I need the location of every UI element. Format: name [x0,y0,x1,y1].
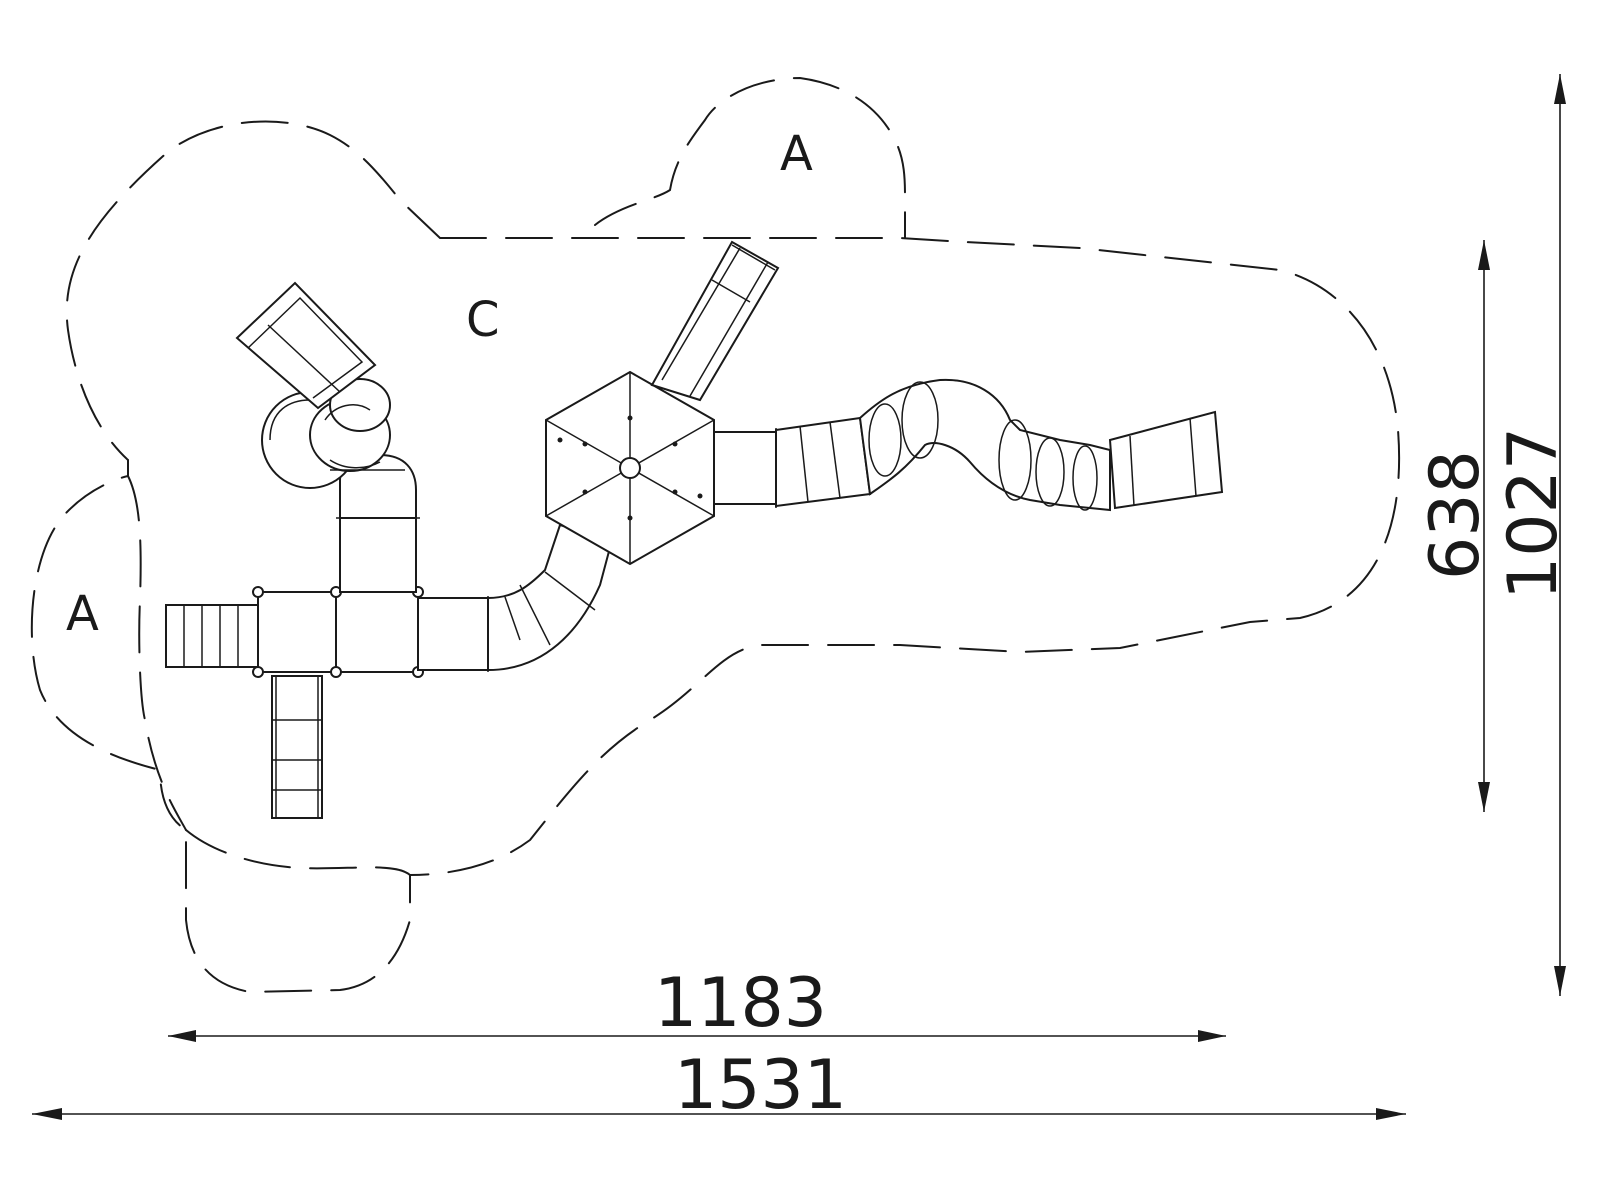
platform-modules [252,586,424,678]
climbing-stairs-left [165,604,259,668]
hexagon-tower [545,370,715,566]
safety-zone-main [30,120,1401,994]
zone-label-c: C [466,292,500,348]
dimension-outer-height: 1027 [1494,74,1573,996]
wavy-tube-slide [858,378,1111,512]
tube-right [713,416,872,508]
dimension-outer-height-label: 1027 [1494,427,1573,600]
ladder-bottom [271,675,323,819]
play-equipment [165,240,1224,819]
tunnel-curve-center [487,523,614,672]
slide-exit-topleft [235,281,377,410]
safety-zone-left-lobe [127,475,187,831]
dimension-inner-height: 638 [1416,240,1495,812]
dimension-inner-width: 1183 [168,964,1226,1043]
dimension-outer-width: 1531 [32,1046,1406,1125]
safety-zone-center-contour [185,829,411,876]
tube-vertical [336,517,420,593]
zone-label-a-top: A [780,126,813,182]
spiral-tube-slide [261,378,417,519]
dimension-inner-height-label: 638 [1416,450,1495,580]
slide-diagonal-top [650,240,780,402]
dimension-outer-width-label: 1531 [674,1046,847,1125]
zone-label-a-left: A [66,586,99,642]
dimension-inner-width-label: 1183 [654,964,827,1043]
hexagon-bolts [557,415,703,521]
safety-zone-outlines [30,76,1401,994]
tunnel-horizontal [417,596,489,672]
slide-exit-right [1108,410,1224,510]
safety-zone-top-lobe [594,76,906,239]
